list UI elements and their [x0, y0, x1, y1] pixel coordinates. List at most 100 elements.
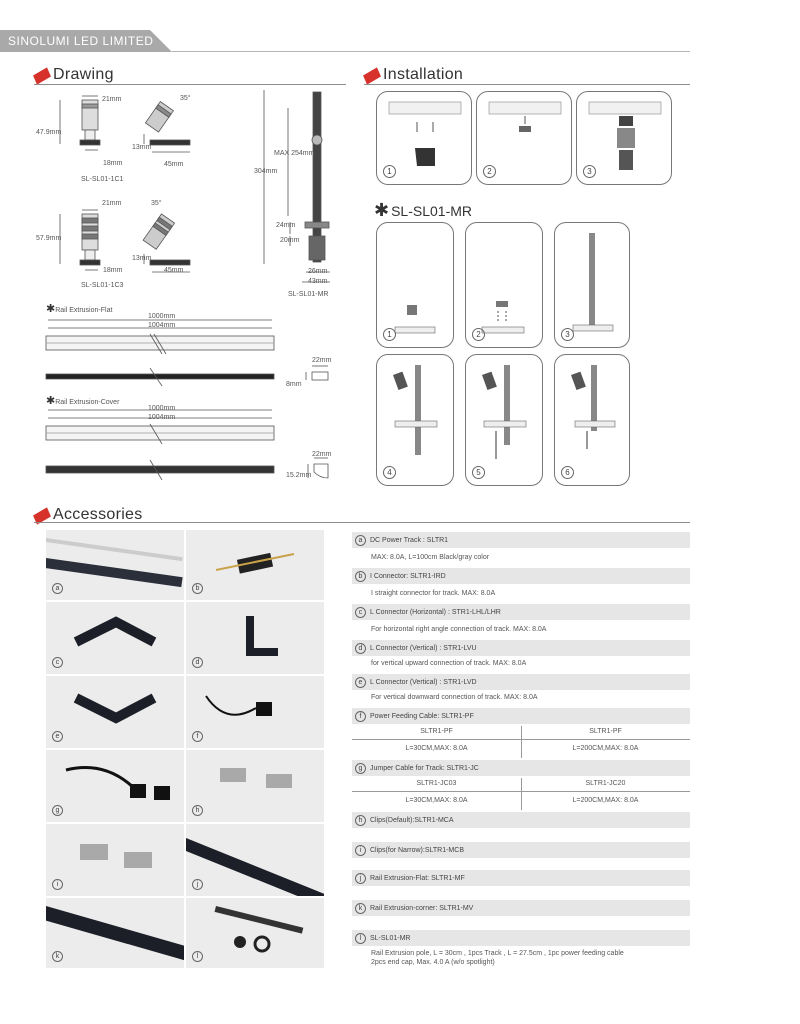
header-divider — [172, 51, 690, 52]
spec-desc-l: Rail Extrusion pole, L = 30cm , 1pcs Tra… — [371, 950, 624, 957]
c3-angle: 35° — [151, 200, 162, 207]
red-slash-icon — [33, 67, 51, 85]
cover-h: 15.2mm — [286, 472, 312, 479]
i-connector-icon — [215, 552, 295, 574]
mr-total: 304mm — [254, 168, 278, 175]
mr-kit-icon — [214, 906, 304, 953]
spec-desc-c: For horizontal right angle connection of… — [371, 626, 547, 633]
accessories-divider — [34, 522, 690, 523]
brand-banner: SINOLUMI LED LIMITED — [0, 30, 172, 52]
cover-l1: 1000mm — [148, 405, 176, 412]
flat-rail-icon — [181, 838, 326, 906]
narrow-clips-icon — [80, 844, 152, 868]
c1-width-top: 21mm — [102, 96, 122, 103]
install-step-2: 2 — [476, 91, 572, 185]
acc-photo-c: c — [46, 602, 184, 674]
c1-angle: 35° — [180, 95, 191, 102]
step-num: 3 — [561, 328, 574, 341]
drawing-divider — [34, 84, 346, 85]
c3-height: 57.9mm — [36, 235, 62, 242]
install-step-1-illustration — [388, 101, 462, 166]
cover-l2: 1004mm — [148, 414, 176, 421]
mr-d4: 43mm — [308, 278, 328, 285]
c3-width-2: 45mm — [164, 267, 184, 274]
acc-photo-j: j — [181, 824, 326, 906]
acc-photo-k: k — [42, 898, 191, 968]
mr-step-1: 1 — [376, 222, 454, 348]
spec-desc-a: MAX: 8.0A, L=100cm Black/gray color — [371, 554, 490, 561]
c3-width-top: 21mm — [102, 200, 122, 207]
mr-step-4-illustration — [393, 365, 438, 455]
install-step-num: 1 — [383, 165, 396, 178]
install-step-3: 3 — [576, 91, 672, 185]
mr-install-title: ✱ SL-SL01-MR — [374, 200, 473, 220]
install-step-num: 2 — [483, 165, 496, 178]
acc-photo-b: b — [186, 530, 324, 600]
c1-width-2: 45mm — [164, 161, 184, 168]
rail-icon — [44, 538, 183, 588]
mr-d1: 24mm — [276, 222, 296, 229]
jc-table: SLTR1-JC03 SLTR1-JC20 L=30CM,MAX: 8.0A L… — [352, 778, 690, 810]
step-num: 6 — [561, 466, 574, 479]
c3-height-2: 13mm — [132, 255, 152, 262]
acc-photo-a: a — [44, 530, 184, 600]
acc-photo-g: g — [46, 750, 184, 822]
c3-label: SL-SL01-1C3 — [81, 282, 124, 289]
install-step-2-illustration — [488, 101, 562, 132]
mr-step-1-illustration — [394, 305, 436, 334]
section-installation-heading: Installation — [363, 66, 463, 85]
step-num: 2 — [472, 328, 485, 341]
cover-title: ✱Rail Extrusion-Cover — [46, 395, 120, 407]
mr-step-5-illustration — [482, 365, 527, 459]
section-accessories-heading: Accessories — [33, 506, 143, 525]
spec-desc-e: For vertical downward connection of trac… — [371, 694, 538, 701]
l-connector-icon — [73, 616, 157, 647]
clips-icon — [220, 768, 292, 788]
spec-desc-d: for vertical upward connection of track.… — [371, 660, 527, 667]
step-num: 1 — [383, 328, 396, 341]
l-connector-vertical-icon — [246, 616, 278, 656]
spec-desc-l-2: 2pcs end cap, Max. 4.0 A (w/o spotlight) — [371, 959, 495, 966]
section-drawing-heading: Drawing — [33, 66, 114, 85]
flat-w: 22mm — [312, 357, 332, 364]
flat-l1: 1000mm — [148, 313, 176, 320]
mr-max: MAX 254mm — [274, 150, 315, 157]
l-connector-down-icon — [73, 693, 157, 724]
mr-step-4: 4 — [376, 354, 454, 486]
mr-label: SL-SL01-MR — [288, 291, 329, 298]
install-step-3-illustration — [588, 101, 662, 170]
asterisk-icon: ✱ — [374, 200, 390, 220]
flat-l2: 1004mm — [148, 322, 176, 329]
flat-title: ✱Rail Extrusion-Flat — [46, 303, 113, 315]
install-step-num: 3 — [583, 165, 596, 178]
mr-step-5: 5 — [465, 354, 543, 486]
pf-table: SLTR1-PF SLTR1-PF L=30CM,MAX: 8.0A L=200… — [352, 726, 690, 758]
acc-photo-h: h — [186, 750, 324, 822]
brand-name: SINOLUMI LED LIMITED — [8, 34, 154, 48]
flat-h: 8mm — [286, 381, 302, 388]
c1-height: 47.9mm — [36, 129, 62, 136]
c1-label: SL-SL01-1C1 — [81, 176, 124, 183]
acc-photo-l: l — [186, 898, 324, 968]
mr-step-3-illustration — [572, 233, 614, 332]
step-num: 5 — [472, 466, 485, 479]
spec-desc-b: I straight connector for track. MAX: 8.0… — [371, 590, 496, 597]
cover-w: 22mm — [312, 451, 332, 458]
c1-height-2: 13mm — [132, 144, 152, 151]
step-num: 4 — [383, 466, 396, 479]
acc-photo-i: i — [46, 824, 184, 896]
acc-photo-d: d — [186, 602, 324, 674]
installation-divider — [364, 84, 690, 85]
install-step-1: 1 — [376, 91, 472, 185]
c1-width-bottom: 18mm — [103, 160, 123, 167]
mr-step-6: 6 — [554, 354, 630, 486]
acc-photo-e: e — [46, 676, 184, 748]
